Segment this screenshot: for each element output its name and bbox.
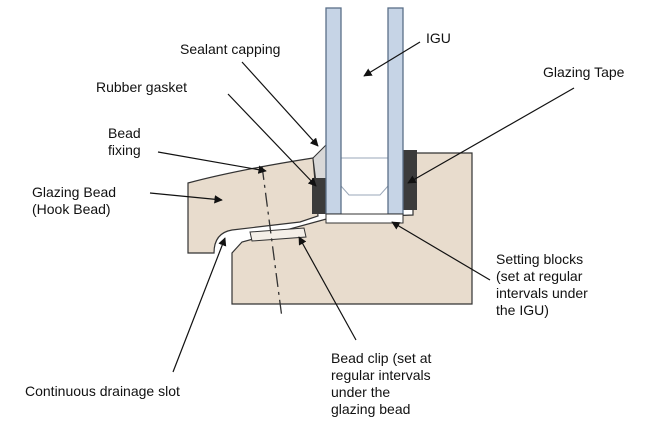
label-bead-fixing: Bead fixing (108, 125, 141, 158)
label-bead-clip: Bead clip (set at regular intervals unde… (331, 350, 432, 417)
label-glazing-tape: Glazing Tape (543, 64, 625, 80)
setting-block (325, 213, 404, 224)
label-igu: IGU (426, 30, 451, 46)
bead-fixing-line (261, 165, 283, 319)
leader-setting-blocks (391, 221, 491, 281)
leader-sealant-capping (241, 61, 319, 147)
igu-pane-left (325, 7, 342, 215)
label-sealant-capping: Sealant capping (180, 41, 281, 57)
leader-drainage-slot (172, 237, 227, 373)
leader-glazing-bead (149, 192, 223, 204)
igu-spacer (340, 157, 389, 196)
rubber-gasket (312, 178, 326, 214)
label-setting-blocks: Setting blocks (set at regular intervals… (496, 251, 588, 318)
igu-pane-right (387, 7, 404, 215)
leader-bead-fixing (157, 151, 267, 174)
leader-glazing-tape (407, 87, 575, 184)
label-glazing-bead: Glazing Bead (Hook Bead) (32, 184, 117, 217)
glazing-tape (403, 150, 417, 210)
sealant-capping (312, 143, 327, 183)
leader-igu (363, 41, 421, 77)
leader-bead-clip (298, 236, 357, 341)
label-drainage-slot: Continuous drainage slot (25, 383, 180, 399)
leader-rubber-gasket (227, 93, 317, 187)
label-rubber-gasket: Rubber gasket (96, 79, 188, 95)
